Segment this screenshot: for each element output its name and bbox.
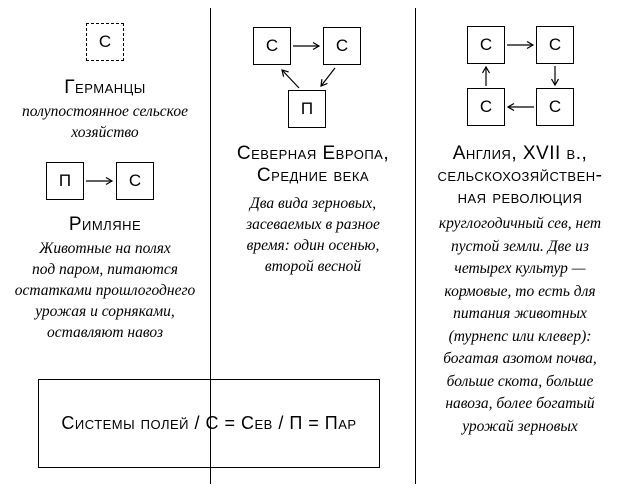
germans-title: Германцы	[64, 77, 146, 98]
england-caption: круглогодичный сев, нет пустой земли. Дв…	[438, 215, 602, 435]
germans-sow-box: С	[86, 23, 124, 61]
column-divider-right	[415, 8, 416, 484]
medieval-fallow-box: П	[288, 90, 326, 128]
germans-caption: полупостоянное сельское хозяйство	[22, 103, 188, 141]
romans-title: Римляне	[68, 214, 142, 235]
arrow-up-left-icon	[282, 70, 300, 89]
england-title: Англия, XVII в., сельскохозяйствен- ная …	[437, 143, 603, 208]
medieval-rotation-diagram: С С П	[253, 27, 361, 128]
romans-sow-box: С	[116, 162, 154, 200]
column-divider-left	[210, 8, 211, 484]
romans-rotation-diagram: П С	[46, 162, 154, 200]
arrow-down-left-icon	[321, 67, 336, 86]
medieval-title: Северная Европа, Средние века	[236, 143, 390, 186]
romans-fallow-box: П	[46, 162, 84, 200]
medieval-caption: Два вида зерновых, засеваемых в разное в…	[246, 195, 380, 275]
england-sow-box-top-right: С	[536, 26, 574, 64]
england-sow-box-top-left: С	[467, 26, 505, 64]
england-rotation-diagram: С С С С	[467, 26, 574, 126]
romans-caption: Животные на полях под паром, питаются ос…	[14, 240, 196, 341]
medieval-sow-box-2: С	[323, 27, 361, 65]
legend-box: Системы полей / С = Сев / П = Пар	[38, 379, 380, 468]
legend-label: Системы полей / С = Сев / П = Пар	[61, 413, 357, 433]
england-sow-box-bottom-right: С	[536, 88, 574, 126]
medieval-sow-box-1: С	[253, 27, 291, 65]
england-sow-box-bottom-left: С	[467, 88, 505, 126]
